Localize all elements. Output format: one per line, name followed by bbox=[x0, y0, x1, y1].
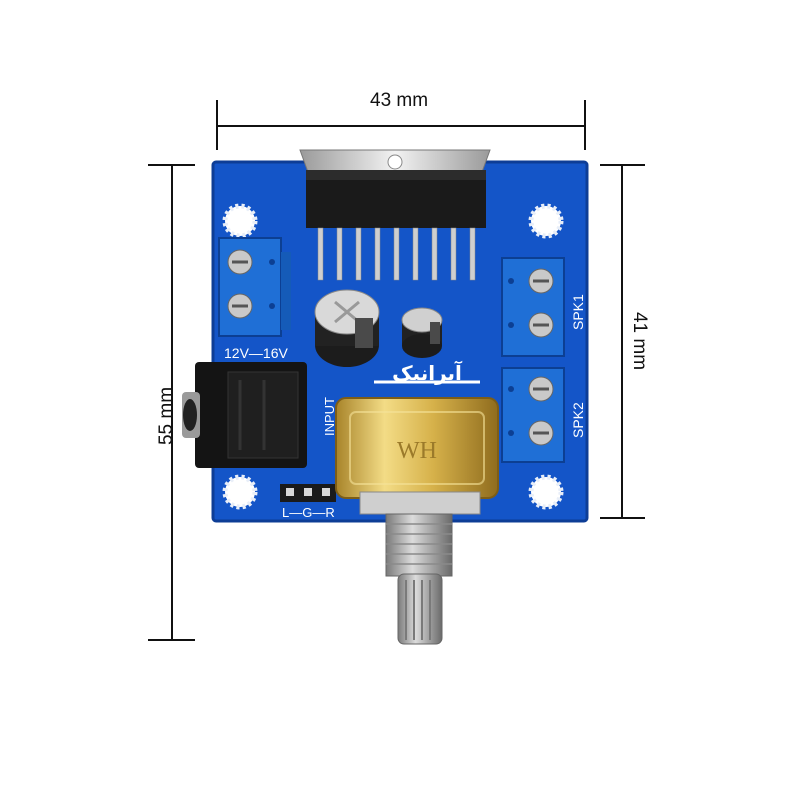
amplifier-ic bbox=[299, 149, 491, 281]
power-terminal-block bbox=[218, 237, 291, 337]
input-label: INPUT bbox=[322, 397, 337, 436]
brand-logo: آیرانیک bbox=[374, 360, 480, 385]
width-dimension-line bbox=[216, 100, 586, 150]
speaker1-terminal-block bbox=[501, 257, 565, 357]
audio-jack-icon bbox=[182, 362, 307, 468]
screw-icon bbox=[227, 293, 253, 319]
screw-icon bbox=[227, 249, 253, 275]
screw-icon bbox=[528, 376, 554, 402]
potentiometer-icon: WH bbox=[335, 397, 499, 645]
screw-icon bbox=[528, 312, 554, 338]
power-label: 12V—16V bbox=[224, 345, 288, 361]
width-dimension-label: 43 mm bbox=[370, 90, 429, 111]
header-pins bbox=[280, 484, 336, 502]
pins-label: L—G—R bbox=[282, 505, 335, 520]
mounting-hole-icon bbox=[222, 474, 258, 510]
speaker1-label: SPK1 bbox=[570, 294, 586, 330]
height-dimension-line bbox=[148, 164, 195, 641]
mounting-hole-icon bbox=[528, 474, 564, 510]
logo-text: آیرانیک bbox=[392, 360, 463, 385]
pot-label: WH bbox=[397, 438, 437, 464]
board-height-dimension-line bbox=[600, 164, 645, 519]
capacitor-icon bbox=[314, 289, 380, 367]
mounting-hole-icon bbox=[528, 203, 564, 239]
speaker2-label: SPK2 bbox=[570, 402, 586, 438]
speaker2-terminal-block bbox=[501, 367, 565, 463]
mounting-hole-icon bbox=[222, 203, 258, 239]
screw-icon bbox=[528, 268, 554, 294]
screw-icon bbox=[528, 420, 554, 446]
capacitor-icon bbox=[401, 307, 443, 358]
